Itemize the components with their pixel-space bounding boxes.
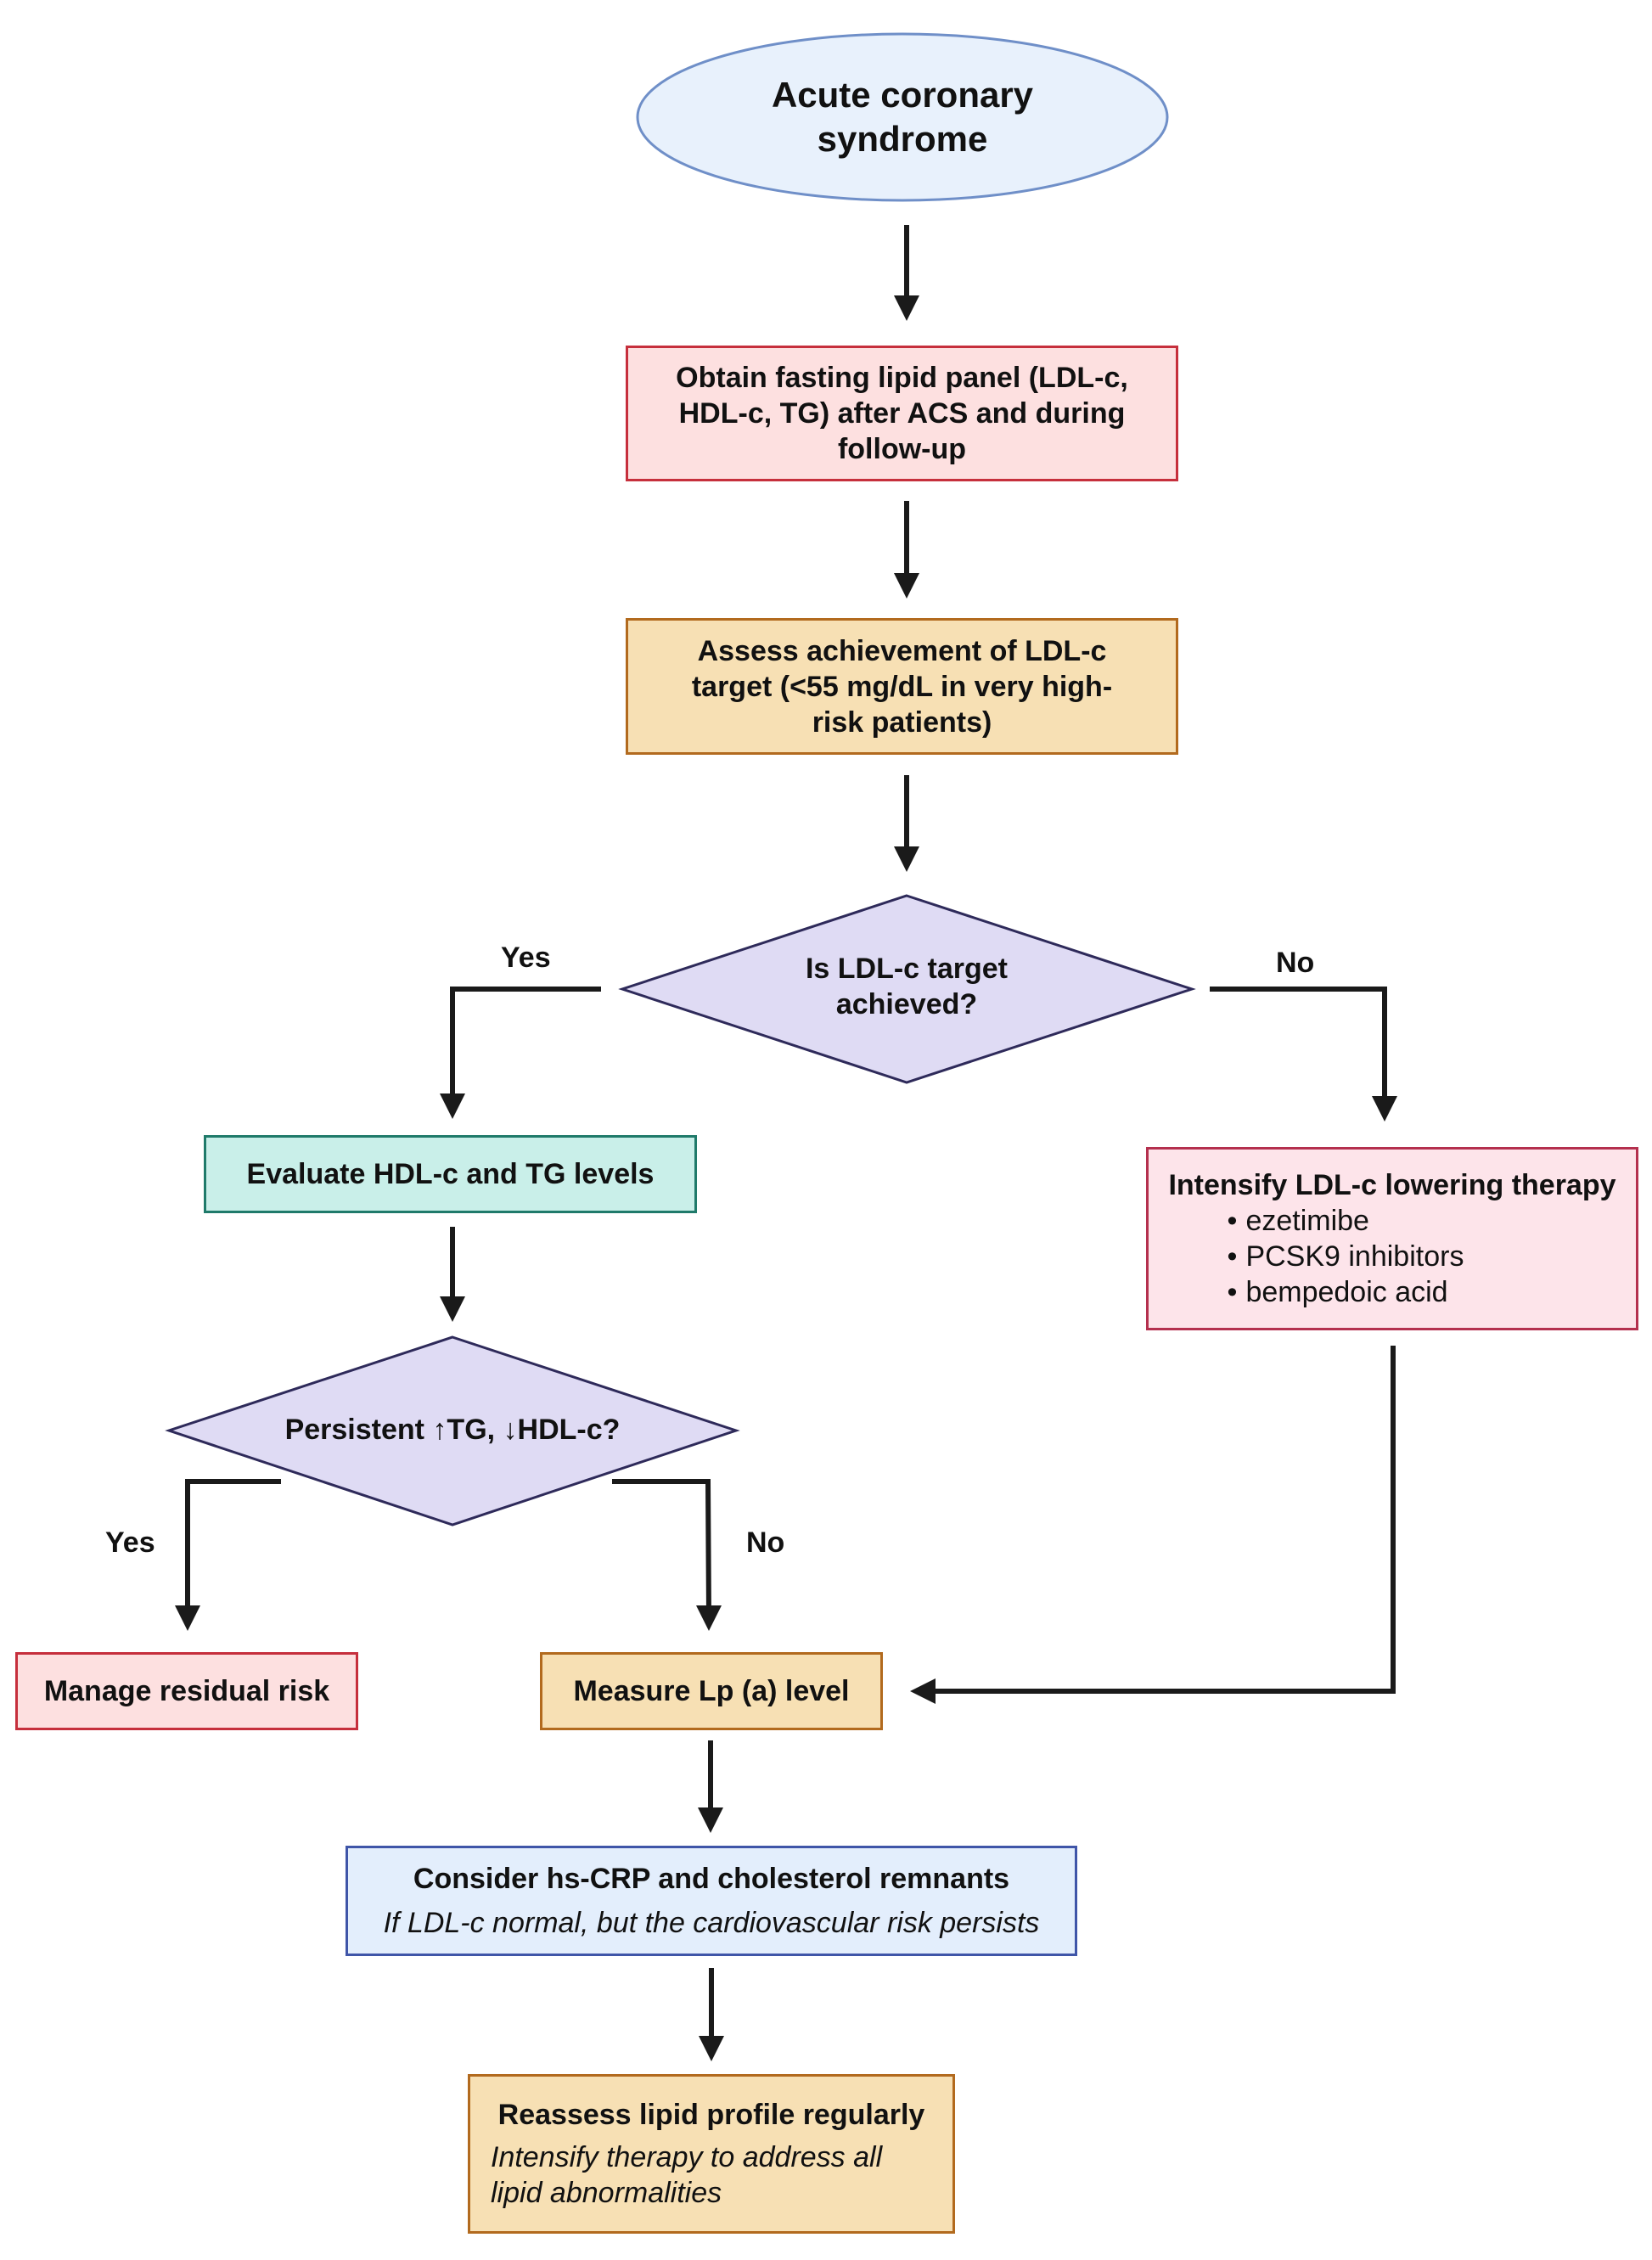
intensify-therapy-title: Intensify LDL-c lowering therapy xyxy=(1168,1169,1616,1201)
lipid-panel-node: Obtain fasting lipid panel (LDL-c, HDL-c… xyxy=(626,346,1178,481)
lipid-panel-label: Obtain fasting lipid panel (LDL-c, HDL-c… xyxy=(676,362,1128,465)
start-ellipse-shape xyxy=(636,32,1169,202)
assess-target-node: Assess achievement of LDL-c target (<55 … xyxy=(626,618,1178,755)
reassess-node: Reassess lipid profile regularly Intensi… xyxy=(468,2074,955,2234)
reassess-subtitle: Intensify therapy to address all lipid a… xyxy=(491,2141,883,2209)
consider-crp-subtitle: If LDL-c normal, but the cardiovascular … xyxy=(383,1907,1040,1939)
arrowhead-2 xyxy=(894,573,919,599)
start-node-label: Acute coronary syndrome xyxy=(771,75,1034,159)
arrowhead-3 xyxy=(894,846,919,872)
arrow-decision-yes xyxy=(450,987,601,1104)
manage-residual-node: Manage residual risk xyxy=(15,1652,358,1730)
ldl-decision-diamond-shape xyxy=(618,894,1196,1084)
manage-residual-label: Manage residual risk xyxy=(43,1675,330,1707)
arrow-persistent-yes xyxy=(185,1479,281,1616)
consider-crp-node: Consider hs-CRP and cholesterol remnants… xyxy=(346,1846,1077,1956)
ldl-decision-node: Is LDL-c target achieved? xyxy=(771,951,1042,1022)
arrowhead-5 xyxy=(1372,1096,1397,1122)
consider-crp-title: Consider hs-CRP and cholesterol remnants xyxy=(413,1863,1010,1895)
arrowhead-4 xyxy=(440,1093,465,1119)
evaluate-hdl-tg-label: Evaluate HDL-c and TG levels xyxy=(246,1158,655,1190)
start-node: Acute coronary syndrome xyxy=(711,73,1093,161)
arrow-persistent-no xyxy=(612,1479,711,1616)
therapy-item: bempedoic acid xyxy=(1228,1274,1464,1310)
measure-lpa-node: Measure Lp (a) level xyxy=(540,1652,883,1730)
arrowhead-10 xyxy=(698,1807,723,1833)
intensify-therapy-node: Intensify LDL-c lowering therapy ezetimi… xyxy=(1146,1147,1638,1330)
therapy-item: PCSK9 inhibitors xyxy=(1228,1239,1464,1274)
evaluate-hdl-tg-node: Evaluate HDL-c and TG levels xyxy=(204,1135,697,1213)
persistent-no-label: No xyxy=(746,1526,785,1559)
arrowhead-11 xyxy=(699,2036,724,2061)
ldl-yes-label: Yes xyxy=(501,942,551,974)
assess-target-label: Assess achievement of LDL-c target (<55 … xyxy=(691,634,1113,739)
arrow-intensify-to-lpa xyxy=(932,1346,1396,1694)
ldl-no-label: No xyxy=(1276,947,1315,979)
therapy-item: ezetimibe xyxy=(1228,1203,1464,1239)
arrowhead-6 xyxy=(440,1296,465,1322)
persistent-decision-node: Persistent ↑TG, ↓HDL-c? xyxy=(240,1412,665,1448)
arrow-decision-no xyxy=(1210,987,1387,1106)
arrowhead-7 xyxy=(175,1605,200,1631)
persistent-decision-label: Persistent ↑TG, ↓HDL-c? xyxy=(284,1414,621,1446)
arrowheads xyxy=(175,295,1397,2061)
therapy-list: ezetimibe PCSK9 inhibitors bempedoic aci… xyxy=(1228,1203,1464,1310)
persistent-yes-label: Yes xyxy=(105,1526,155,1559)
arrowhead-8 xyxy=(696,1605,722,1631)
reassess-title: Reassess lipid profile regularly xyxy=(497,2099,925,2131)
ldl-decision-label: Is LDL-c target achieved? xyxy=(805,953,1009,1020)
measure-lpa-label: Measure Lp (a) level xyxy=(573,1675,850,1707)
persistent-decision-diamond-shape xyxy=(165,1335,740,1526)
arrowhead-9 xyxy=(910,1678,936,1704)
arrowhead-1 xyxy=(894,295,919,321)
